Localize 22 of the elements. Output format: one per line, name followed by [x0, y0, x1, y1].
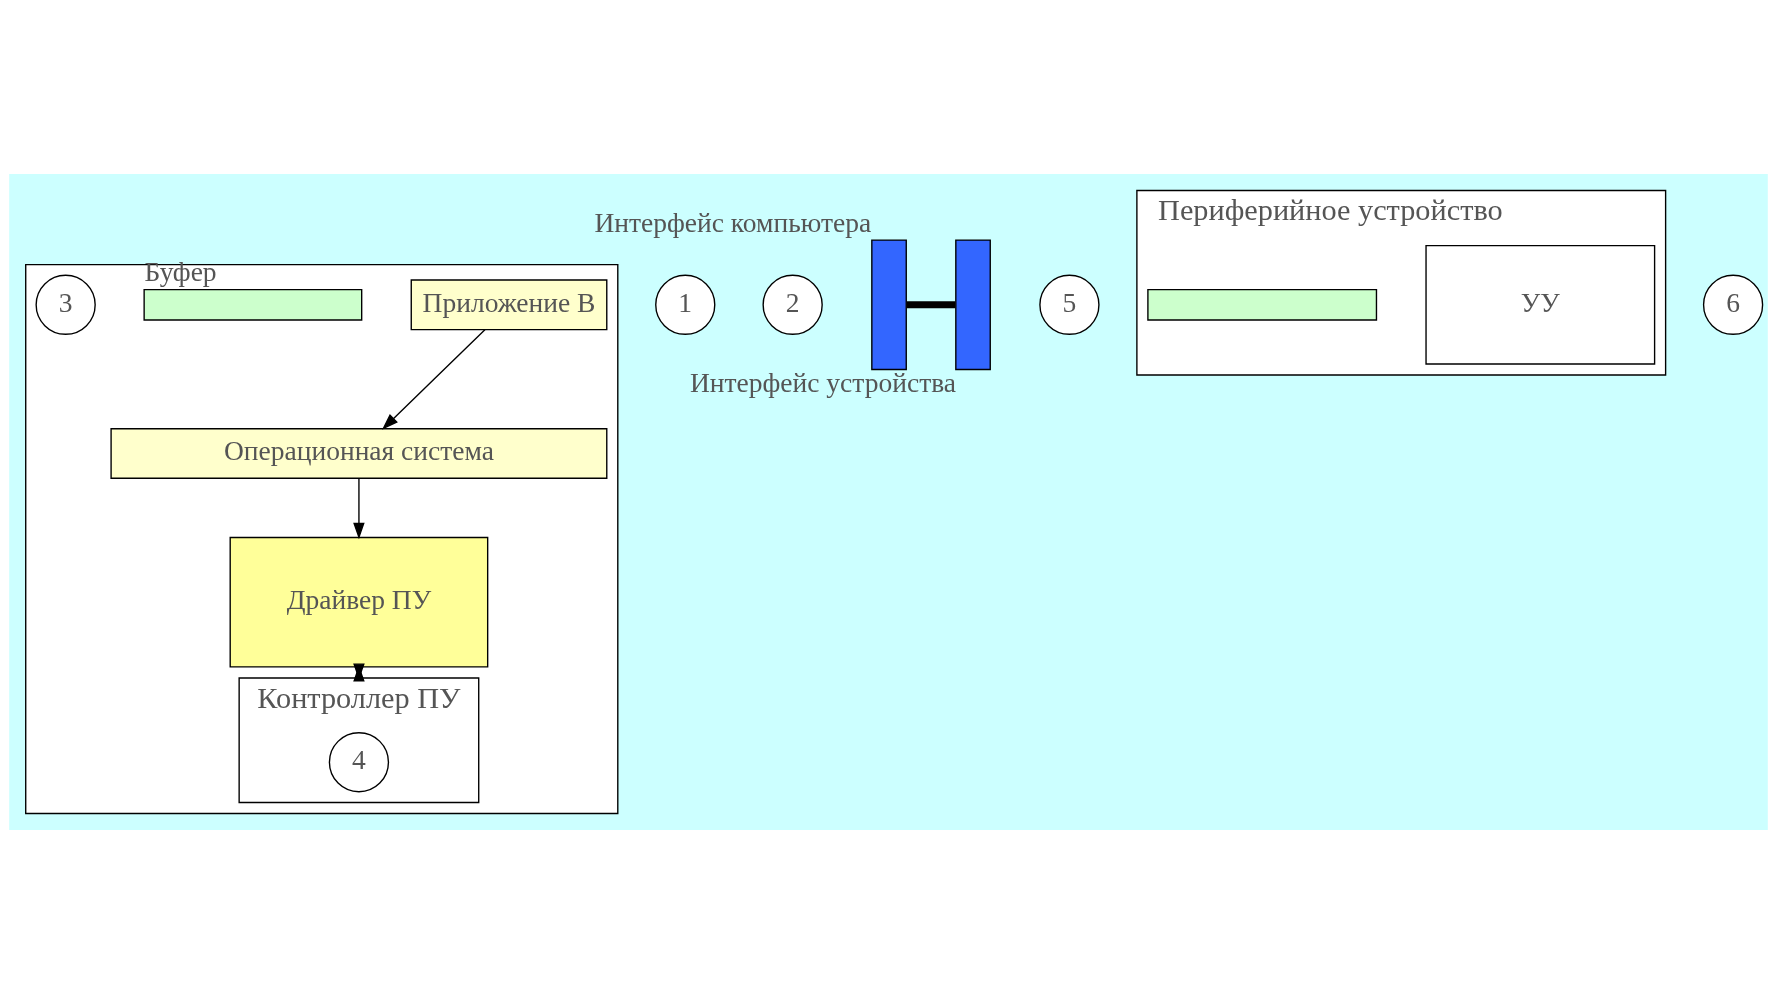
node-circle: 3 [35, 274, 96, 335]
arrow [353, 477, 365, 539]
node-circle: 6 [1702, 274, 1764, 335]
arrow [353, 663, 365, 682]
node-bar [871, 238, 907, 370]
node-circle: 2 [762, 274, 823, 335]
node-bar [955, 238, 991, 370]
node-box: Драйвер ПУ [229, 536, 489, 668]
node-label: Интерфейс устройства [689, 366, 957, 398]
connector [906, 300, 956, 308]
cluster [25, 263, 619, 814]
node-circle: 4 [328, 731, 390, 792]
node-bar [143, 288, 363, 321]
node-circle: 5 [1039, 274, 1100, 335]
node-label: Интерфейс компьютера [594, 206, 872, 238]
node-box: Приложение B [410, 278, 608, 330]
node-box: УУ [1425, 244, 1656, 365]
arrow [382, 328, 486, 430]
node-box: Операционная система [110, 427, 608, 479]
node-bar [1147, 288, 1378, 321]
node-label: Буфер [144, 255, 217, 287]
node-circle: 1 [655, 274, 716, 335]
